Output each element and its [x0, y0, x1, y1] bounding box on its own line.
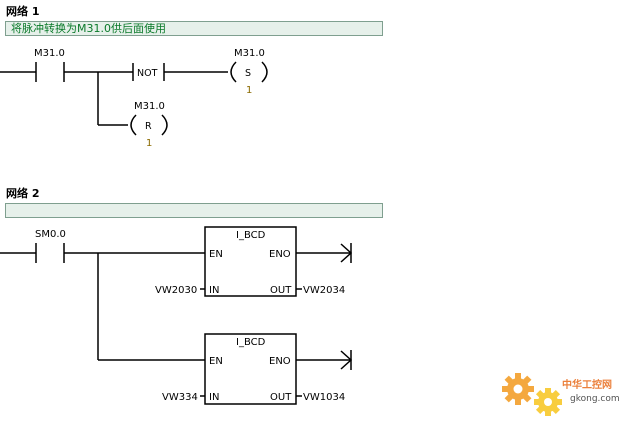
block-2-en: EN: [209, 356, 223, 367]
contact-m31-0[interactable]: [35, 62, 65, 82]
watermark-brand: 中华工控网: [562, 378, 612, 391]
block-2-in-operand: VW334: [162, 392, 198, 403]
network-1-rungs: M31.0 NOT M31.0 S 1 M31.0 R 1: [0, 48, 268, 149]
set-coil-address: M31.0: [234, 48, 265, 59]
block-1-eno: ENO: [269, 249, 291, 260]
block-2-eno-arrow: [340, 350, 353, 370]
reset-coil-op: R: [145, 121, 152, 132]
block-1-in: IN: [209, 285, 219, 296]
not-label: NOT: [137, 68, 158, 79]
set-coil-op: S: [245, 68, 251, 79]
reset-coil-count: 1: [146, 138, 152, 149]
network-2-comment[interactable]: [5, 203, 383, 218]
network-2-title: 网络 2: [6, 187, 40, 200]
contact-address-label: M31.0: [34, 48, 65, 59]
set-coil[interactable]: [230, 61, 268, 83]
block-1-name: I_BCD: [236, 230, 266, 241]
network-1-title: 网络 1: [6, 5, 40, 18]
block-1-in-operand: VW2030: [155, 285, 197, 296]
block-2-name: I_BCD: [236, 337, 266, 348]
orange-gear-icon: [502, 373, 534, 405]
network-1-comment[interactable]: 将脉冲转换为M31.0供后面使用: [5, 21, 383, 36]
set-coil-count: 1: [246, 85, 252, 96]
block-2-eno: ENO: [269, 356, 291, 367]
watermark-domain: gkong.com: [570, 394, 620, 404]
block-1-out-operand: VW2034: [303, 285, 345, 296]
i-bcd-block-2[interactable]: [204, 333, 297, 405]
block-2-out-operand: VW1034: [303, 392, 345, 403]
block-2-out: OUT: [270, 392, 292, 403]
block-1-out: OUT: [270, 285, 292, 296]
reset-coil[interactable]: [130, 114, 168, 136]
i-bcd-block-1[interactable]: [204, 226, 297, 297]
gkong-watermark-logo: 中华工控网 gkong.com: [502, 373, 620, 416]
block-1-eno-arrow: [340, 243, 353, 263]
reset-coil-address: M31.0: [134, 101, 165, 112]
yellow-gear-icon: [534, 388, 562, 416]
network-2-rungs: SM0.0 I_BCD EN ENO IN OUT VW2030 VW2034 …: [0, 226, 353, 405]
block-2-in: IN: [209, 392, 219, 403]
contact-sm0-0[interactable]: [35, 243, 65, 263]
block-1-en: EN: [209, 249, 223, 260]
contact-sm0-0-address: SM0.0: [35, 229, 66, 240]
